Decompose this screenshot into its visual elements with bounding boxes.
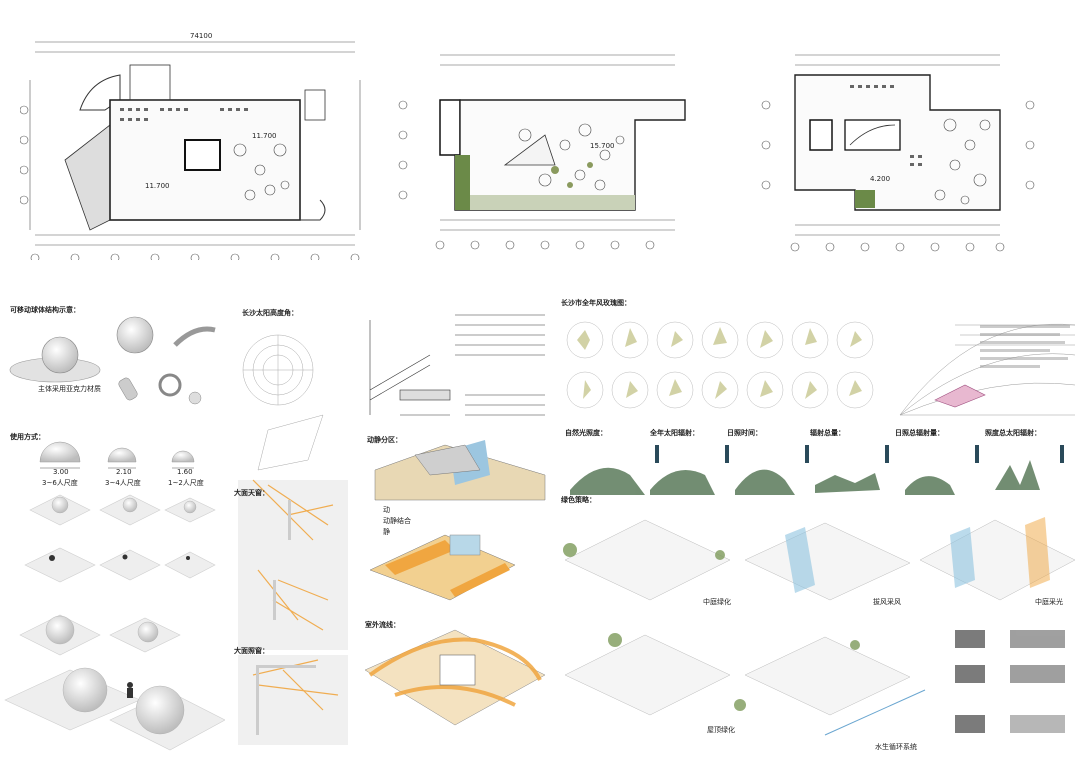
light-title-2: 大面照窗： [234, 647, 269, 655]
caption-roof-green: 屋顶绿化 [707, 726, 735, 734]
sun-angle-title: 长沙太阳高度角： [242, 309, 298, 317]
light-drawings [238, 334, 348, 745]
plan1-level-a: 11.700 [252, 132, 277, 140]
floor-plan-1: 74100 11.700 11.700 [20, 30, 365, 260]
plan1-level-b: 11.700 [145, 182, 170, 190]
floor-plan-2-drawing [398, 54, 686, 250]
legend-mixed: 动静结合 [383, 517, 411, 525]
chart-title-6: 照度总太阳辐射： [985, 429, 1041, 437]
legend-static: 静 [383, 528, 390, 536]
green-strategy-title: 绿色策略： [561, 496, 596, 504]
outdoor-flow-title: 室外流线： [365, 621, 400, 629]
chart-title-1: 自然光照度： [565, 429, 607, 437]
climate-drawings [563, 321, 1076, 736]
floor-plan-3: 4.200 [760, 45, 1060, 260]
usage-dim-1: 3.00 [53, 468, 69, 476]
climate-panel: 长沙市全年风玫瑰图： [555, 295, 1080, 763]
caption-atrium-green: 中庭绿化 [703, 598, 731, 606]
sphere-title: 可移动球体结构示意： [10, 306, 80, 314]
light-panel: 长沙太阳高度角： 大面天窗： 大面照窗： [228, 300, 350, 763]
usage-title: 使用方式： [10, 433, 45, 441]
caption-atrium-light: 中庭采光 [1035, 598, 1063, 606]
zone-title: 动静分区： [367, 436, 402, 444]
wind-rose-title: 长沙市全年风玫瑰图： [561, 299, 631, 307]
chart-title-2: 全年太阳辐射： [650, 429, 699, 437]
sphere-drawings [4, 316, 225, 751]
floor-plan-1-drawing [20, 41, 361, 260]
caption-ventilation: 拔风采风 [873, 598, 901, 606]
floor-plan-3-drawing [761, 54, 1035, 252]
caption-water-cycle: 水生循环系统 [875, 743, 917, 751]
sphere-panel: 可移动球体结构示意： 主体采用亚克力材质 使用方式： 3.00 2.10 [0, 300, 225, 763]
chart-title-5: 日照总辐射量： [895, 429, 944, 437]
usage-label-3: 1~2人尺度 [168, 479, 204, 487]
usage-label-1: 3~6人尺度 [42, 479, 78, 487]
zoning-panel: 动静分区： 动 动静结合 静 室外流线： [355, 295, 550, 763]
legend-dynamic: 动 [383, 506, 390, 514]
plan1-dim-total: 74100 [190, 32, 213, 40]
usage-dim-3: 1.60 [177, 468, 193, 476]
chart-title-4: 辐射总量： [810, 429, 845, 437]
zoning-drawings [364, 314, 546, 726]
usage-dim-2: 2.10 [116, 468, 132, 476]
usage-label-2: 3~4人尺度 [105, 479, 141, 487]
chart-title-3: 日照时间： [727, 429, 762, 437]
light-title-1: 大面天窗： [234, 489, 269, 497]
sphere-subcaption: 主体采用亚克力材质 [38, 385, 101, 393]
floor-plan-2: 15.700 [395, 45, 695, 260]
plan3-level-a: 4.200 [870, 175, 891, 183]
plan2-level-a: 15.700 [590, 142, 615, 150]
